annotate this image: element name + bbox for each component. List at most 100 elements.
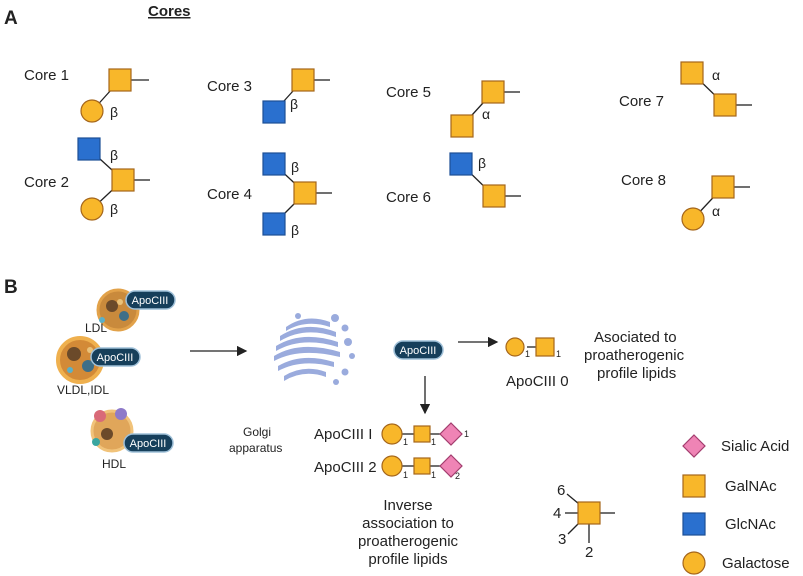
core-1-label: Core 1 — [24, 67, 69, 84]
legend-galnac: GalNAc — [725, 478, 777, 495]
galactose-icon — [505, 337, 525, 357]
inverse-text-4: profile lipids — [368, 551, 447, 568]
apociii-0-sub-1: 1 — [525, 349, 530, 359]
glcnac-icon — [77, 137, 101, 161]
core-6-linkage: β — [478, 155, 486, 171]
galnac-icon — [481, 80, 505, 104]
associated-text-3: profile lipids — [597, 365, 676, 382]
apociii-2-sub-1: 1 — [403, 470, 408, 480]
galnac-icon — [413, 425, 431, 443]
associated-text-1: Asociated to — [594, 329, 677, 346]
ldl-apociii-badge: ApoCIII — [132, 295, 169, 307]
galactose-icon — [381, 455, 403, 477]
glcnac-icon — [449, 152, 473, 176]
apociii-1-glycan: 1 1 1 — [381, 422, 469, 447]
core-3: Core 3 β — [207, 68, 330, 124]
core-5-linkage: α — [482, 106, 490, 122]
apociii-0-glycan: 1 1 — [505, 337, 561, 359]
apociii-0-label: ApoCIII 0 — [506, 373, 569, 390]
glcnac-icon — [262, 100, 286, 124]
apociii-1-sub-1: 1 — [403, 437, 408, 447]
hdl-particle: ApoCIII — [90, 408, 174, 453]
linkage-position-2: 2 — [585, 544, 593, 561]
galactose-legend-icon — [682, 551, 706, 575]
core-7-label: Core 7 — [619, 93, 664, 110]
apociii-2-glycan: 1 1 2 — [381, 454, 463, 481]
golgi-icon — [274, 313, 355, 385]
legend-glcnac: GlcNAc — [725, 516, 776, 533]
apociii-0-sub-2: 1 — [556, 349, 561, 359]
core-4: Core 4 β β — [207, 152, 332, 238]
apociii-2-sub-2: 1 — [431, 470, 436, 480]
core-4-linkage-top: β — [291, 159, 299, 175]
glcnac-legend-icon — [682, 512, 706, 536]
galactose-icon — [80, 99, 104, 123]
galnac-icon — [713, 93, 737, 117]
core-3-label: Core 3 — [207, 78, 252, 95]
core-6: Core 6 β — [386, 152, 521, 208]
linkage-position-4: 4 — [553, 505, 561, 522]
galnac-icon — [450, 114, 474, 138]
core-1: Core 1 β — [24, 67, 149, 123]
inverse-text-3: proatherogenic — [358, 533, 459, 550]
sialic-acid-icon — [439, 422, 463, 446]
inverse-text-1: Inverse — [383, 497, 432, 514]
core-2: Core 2 β β — [24, 137, 150, 221]
core-5: Core 5 α — [386, 80, 520, 138]
galnac-icon — [482, 184, 506, 208]
core-2-linkage-top: β — [110, 147, 118, 163]
associated-text-2: proatherogenic — [584, 347, 685, 364]
core-4-label: Core 4 — [207, 186, 252, 203]
galnac-icon — [413, 457, 431, 475]
core-6-label: Core 6 — [386, 189, 431, 206]
vldl-idl-label: VLDL,IDL — [57, 383, 109, 397]
inverse-text-2: association to — [362, 515, 454, 532]
core-8-label: Core 8 — [621, 172, 666, 189]
legend: Sialic Acid GalNAc GlcNAc Galactose — [682, 434, 790, 575]
panel-b-letter: B — [4, 277, 18, 298]
core-7: Core 7 α — [619, 61, 752, 117]
apociii-1-label: ApoCIII I — [314, 426, 372, 443]
galnac-icon — [711, 175, 735, 199]
apociii-2-label: ApoCIII 2 — [314, 459, 377, 476]
center-apociii-pill — [393, 340, 444, 360]
legend-sialic-acid: Sialic Acid — [721, 438, 789, 455]
galnac-icon — [577, 501, 601, 525]
apociii-1-sub-3: 1 — [464, 429, 469, 439]
golgi-label-line2: apparatus — [229, 441, 282, 455]
apociii-2-sub-3: 2 — [455, 471, 460, 481]
galnac-icon — [111, 168, 135, 192]
core-5-label: Core 5 — [386, 84, 431, 101]
core-4-linkage-bottom: β — [291, 222, 299, 238]
linkage-position-3: 3 — [558, 531, 566, 548]
legend-galactose: Galactose — [722, 555, 790, 572]
galnac-icon — [291, 68, 315, 92]
hdl-label: HDL — [102, 457, 126, 471]
ldl-label: LDL — [85, 321, 107, 335]
core-3-linkage: β — [290, 96, 298, 112]
galactose-icon — [681, 207, 705, 231]
glcnac-icon — [262, 212, 286, 236]
hdl-apociii-badge: ApoCIII — [130, 438, 167, 450]
linkage-position-key: 6 4 3 2 — [553, 482, 615, 561]
golgi-label-line1: Golgi — [243, 425, 271, 439]
vldl-idl-particle: ApoCIII — [56, 336, 141, 384]
vldl-apociii-badge: ApoCIII — [97, 352, 134, 364]
core-8: Core 8 α — [621, 172, 750, 231]
linkage-position-6: 6 — [557, 482, 565, 499]
core-2-linkage-bottom: β — [110, 201, 118, 217]
core-2-label: Core 2 — [24, 174, 69, 191]
apociii-1-sub-2: 1 — [431, 437, 436, 447]
glcnac-icon — [262, 152, 286, 176]
galnac-legend-icon — [682, 474, 706, 498]
core-8-linkage: α — [712, 203, 720, 219]
sialic-acid-legend-icon — [682, 434, 706, 458]
cores-title: Cores — [148, 3, 191, 20]
galnac-icon — [108, 68, 132, 92]
sialic-acid-icon — [439, 454, 463, 478]
ldl-particle: ApoCIII — [96, 288, 176, 332]
galnac-icon — [535, 337, 555, 357]
center-apociii-badge: ApoCIII — [400, 345, 437, 357]
galactose-icon — [381, 423, 403, 445]
